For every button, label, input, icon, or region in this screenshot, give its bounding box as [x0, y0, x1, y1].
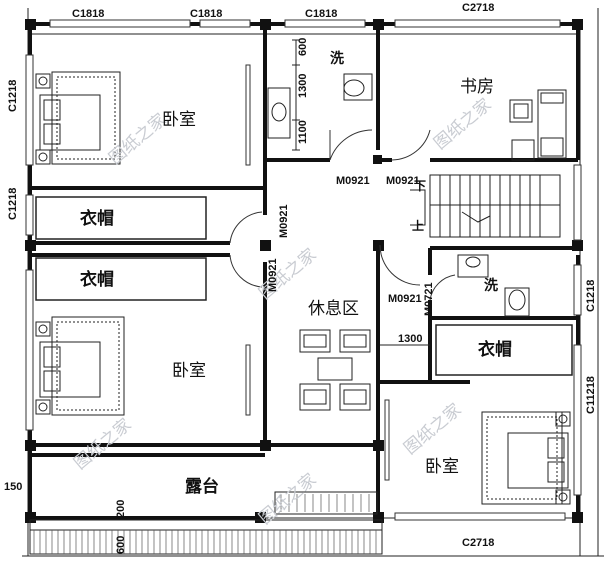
dimension-labels: 600 1300 1100 1300 150 200 600: [4, 38, 422, 554]
label-wardrobe-left-1: 衣帽: [80, 208, 114, 229]
window-code-left-2: C1218: [7, 188, 19, 220]
dimension-600: 600: [297, 38, 309, 56]
door-code-2: M0921: [386, 175, 420, 187]
label-bedroom-bottom-right: 卧室: [425, 457, 459, 477]
window-codes: C1818 C1818 C1818 C2718 C2718 C1218 C121…: [7, 2, 597, 549]
label-wardrobe-left-2: 衣帽: [80, 269, 114, 290]
dimension-1300-vertical: 1300: [297, 74, 309, 98]
dimension-150: 150: [4, 481, 22, 493]
dimension-1300-horizontal: 1300: [398, 333, 422, 345]
label-bath-top: 洗: [330, 50, 344, 67]
dimension-1100: 1100: [297, 120, 309, 144]
window-code-top-4: C2718: [462, 2, 494, 14]
label-terrace: 露台: [185, 476, 219, 497]
window-code-top-1: C1818: [72, 8, 104, 20]
bed-bottom-right: [481, 411, 571, 505]
bed-top-left: [35, 71, 121, 165]
door-code-1: M0921: [336, 175, 370, 187]
label-stair-up: 上: [412, 218, 424, 233]
label-bedroom-top-left: 卧室: [162, 110, 196, 130]
watermark-2: 图纸之家: [430, 95, 495, 154]
study-furniture: [509, 89, 567, 161]
window-code-top-3: C1818: [305, 8, 337, 20]
label-wardrobe-right: 衣帽: [478, 339, 512, 360]
terrace-railing-hatch: [33, 494, 377, 554]
window-code-right-1: C1218: [585, 280, 597, 312]
staircase: [410, 174, 561, 238]
bath-top-fixtures: [267, 73, 373, 139]
label-bath-right: 洗: [484, 277, 498, 294]
bath-right-fixtures: [457, 254, 530, 317]
room-labels: 卧室 衣帽 衣帽 卧室 露台 洗 书房 休息区 洗 衣帽 卧室 下 上: [80, 50, 512, 497]
terrace-railing: [29, 491, 383, 555]
dimension-600-bottom: 600: [115, 536, 127, 554]
dimension-ticks: [292, 39, 430, 346]
window-code-bottom: C2718: [462, 537, 494, 549]
columns: [25, 19, 583, 523]
door-code-6: M0721: [423, 282, 435, 316]
label-study: 书房: [460, 77, 494, 97]
window-code-top-2: C1818: [190, 8, 222, 20]
door-codes: M0921 M0921 M0921 M0921 M0921 M0721: [267, 175, 435, 316]
wardrobes: [35, 196, 573, 376]
window-code-right-2: C11218: [585, 376, 597, 414]
door-swings: [229, 129, 456, 301]
door-code-4: M0921: [267, 258, 279, 292]
dimension-200: 200: [115, 500, 127, 518]
walls: [28, 22, 580, 520]
watermark-6: 图纸之家: [400, 400, 465, 459]
lounge-furniture: [299, 329, 371, 411]
label-lounge: 休息区: [308, 299, 359, 319]
bed-mid-left: [35, 316, 125, 416]
door-code-5: M0921: [388, 293, 422, 305]
door-code-3: M0921: [278, 204, 290, 238]
label-bedroom-mid-left: 卧室: [172, 361, 206, 381]
windows: [25, 19, 582, 521]
label-stair-down: 下: [414, 179, 426, 193]
window-code-left-1: C1218: [7, 80, 19, 112]
